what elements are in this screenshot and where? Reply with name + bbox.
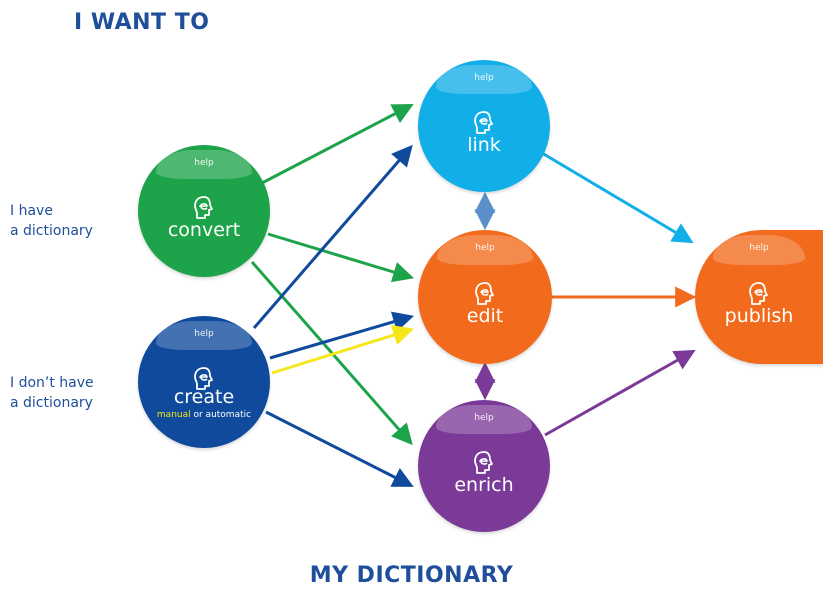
head-logo-icon	[475, 282, 494, 305]
node-label: publish	[724, 305, 794, 328]
gloss	[436, 235, 534, 265]
help-link[interactable]: help	[194, 158, 214, 169]
label-line: a dictionary	[10, 223, 93, 239]
arrow-create-to-enrich	[265, 410, 414, 487]
node-label: create	[173, 385, 235, 408]
convert-node[interactable]: help convert	[138, 145, 270, 277]
help-link[interactable]: help	[474, 413, 494, 424]
node-label: edit	[466, 305, 504, 328]
gloss	[156, 150, 252, 180]
head-logo-icon	[474, 451, 493, 475]
gloss	[436, 65, 532, 95]
head-logo-icon	[474, 111, 493, 135]
arrow-convert-to-edit	[267, 232, 415, 283]
enrich-node[interactable]: help enrich	[418, 400, 550, 532]
arrow-convert-to-link	[261, 104, 414, 185]
arrow-link-to-publish	[541, 151, 694, 244]
help-link[interactable]: help	[194, 329, 214, 340]
head-logo-icon	[194, 367, 213, 391]
node-label: link	[467, 133, 501, 156]
label-i-have-a-dictionary: I have a dictionary	[10, 201, 93, 241]
heading-my-dictionary: MY DICTIONARY	[309, 563, 514, 588]
node-label: enrich	[454, 473, 514, 496]
label-line: a dictionary	[10, 395, 93, 411]
help-link[interactable]: help	[474, 73, 494, 84]
edit-node[interactable]: help edit	[418, 230, 552, 364]
arrow-create-to-edit	[269, 311, 415, 360]
manual-option[interactable]: manual	[156, 409, 191, 420]
help-link[interactable]: help	[475, 243, 495, 254]
arrow-convert-to-enrich	[250, 261, 413, 446]
link-node[interactable]: help link	[418, 60, 550, 192]
publish-node[interactable]: help publish	[695, 230, 823, 364]
arrow-create-to-link	[252, 144, 413, 329]
gloss	[436, 405, 532, 435]
gloss	[156, 321, 252, 351]
label-line: I have	[10, 203, 53, 219]
head-logo-icon	[194, 196, 213, 220]
label-line: I don’t have	[10, 375, 94, 391]
arrow-enrich-to-publish	[544, 349, 696, 437]
create-node[interactable]: help create manual or automatic	[138, 316, 270, 448]
automatic-option[interactable]: or automatic	[190, 409, 252, 420]
head-logo-icon	[749, 282, 768, 305]
heading-i-want-to: I WANT TO	[74, 10, 210, 35]
arrow-create-to-edit-automatic	[271, 324, 415, 375]
label-i-dont-have-a-dictionary: I don’t have a dictionary	[10, 373, 94, 413]
create-subtitle: manual or automatic	[138, 410, 270, 420]
gloss	[712, 235, 806, 265]
node-label: convert	[167, 218, 241, 241]
help-link[interactable]: help	[749, 243, 769, 254]
